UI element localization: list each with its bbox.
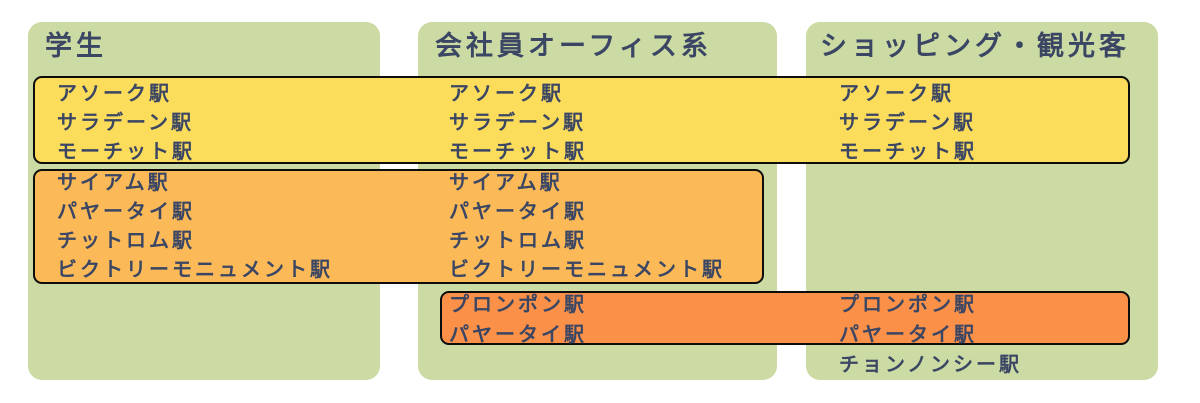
station-list-orange-col2: サイアム駅 パヤータイ駅 チットロム駅 ビクトリーモニュメント駅 bbox=[449, 168, 725, 284]
station-item: パヤータイ駅 bbox=[57, 199, 195, 223]
band-yellow-all-columns bbox=[33, 76, 1130, 164]
station-item: ビクトリーモニュメント駅 bbox=[57, 257, 333, 281]
station-list-deep-orange-col3: プロンポン駅 パヤータイ駅 bbox=[839, 289, 977, 349]
column-title-office-workers: 会社員オーフィス系 bbox=[435, 31, 712, 62]
station-list-orange-col1: サイアム駅 パヤータイ駅 チットロム駅 ビクトリーモニュメント駅 bbox=[57, 168, 333, 284]
station-item: アソーク駅 bbox=[449, 81, 564, 105]
column-title-students: 学生 bbox=[45, 31, 107, 62]
station-item: モーチット駅 bbox=[839, 139, 977, 163]
station-list-yellow-col3: アソーク駅 サラデーン駅 モーチット駅 bbox=[839, 79, 977, 166]
station-item: モーチット駅 bbox=[57, 139, 195, 163]
station-item: サラデーン駅 bbox=[839, 110, 976, 134]
band-deep-orange-columns-2-3 bbox=[440, 291, 1130, 345]
station-list-deep-orange-col2: プロンポン駅 パヤータイ駅 bbox=[449, 289, 587, 349]
station-item: パヤータイ駅 bbox=[449, 322, 587, 346]
station-list-yellow-col1: アソーク駅 サラデーン駅 モーチット駅 bbox=[57, 79, 195, 166]
band-orange-columns-1-2 bbox=[33, 169, 764, 284]
station-item: サラデーン駅 bbox=[449, 110, 586, 134]
station-item: プロンポン駅 bbox=[449, 292, 587, 316]
station-list-yellow-col2: アソーク駅 サラデーン駅 モーチット駅 bbox=[449, 79, 587, 166]
station-item: アソーク駅 bbox=[57, 81, 172, 105]
station-item: パヤータイ駅 bbox=[839, 322, 977, 346]
station-item: サイアム駅 bbox=[57, 170, 171, 194]
station-item: サイアム駅 bbox=[449, 170, 563, 194]
station-item: パヤータイ駅 bbox=[449, 199, 587, 223]
station-item: モーチット駅 bbox=[449, 139, 587, 163]
station-item: ビクトリーモニュメント駅 bbox=[449, 257, 725, 281]
station-item: サラデーン駅 bbox=[57, 110, 194, 134]
station-item: チットロム駅 bbox=[57, 228, 195, 252]
station-item: チョンノンシー駅 bbox=[839, 352, 1022, 376]
column-title-shoppers-tourists: ショッピング・観光客 bbox=[820, 31, 1130, 62]
station-item: アソーク駅 bbox=[839, 81, 954, 105]
station-item: プロンポン駅 bbox=[839, 292, 977, 316]
station-list-unboxed-col3: チョンノンシー駅 bbox=[839, 350, 1022, 379]
station-item: チットロム駅 bbox=[449, 228, 587, 252]
